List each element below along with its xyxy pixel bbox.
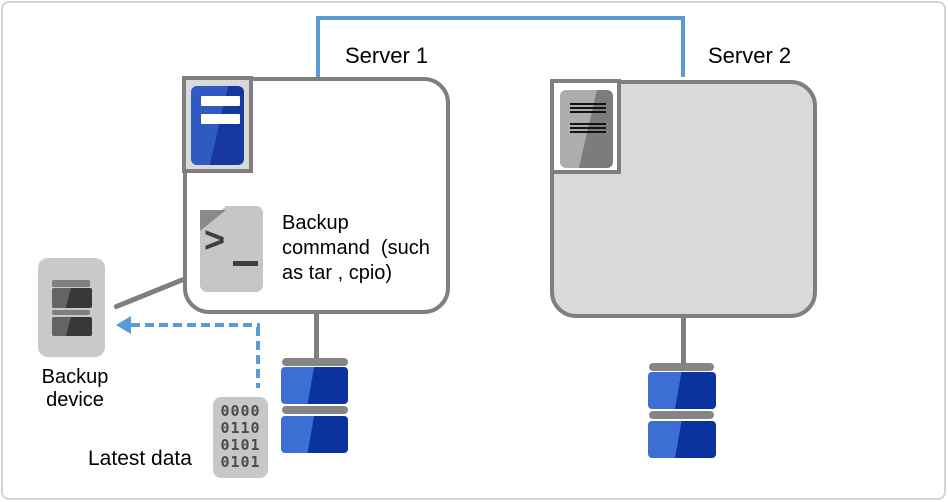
backup-command-line: command (such	[282, 237, 430, 259]
server2-disk-icon	[648, 421, 716, 458]
binary-data-icon: 0000 0110 0101 0101	[213, 397, 268, 478]
server1-tower-slot-icon	[201, 96, 240, 106]
server1-tower-icon	[191, 86, 244, 165]
dashed-arrow-vertical	[256, 327, 260, 388]
device-slot-icon	[52, 288, 92, 308]
binary-row: 0101	[220, 453, 261, 471]
device-slot-icon	[52, 317, 92, 336]
backup-command-line: as tar , cpio)	[282, 262, 393, 284]
server2-disk-icon	[648, 372, 716, 409]
backup-device-label-line: device	[46, 389, 104, 411]
server2-disk-icon	[649, 411, 714, 419]
prompt-icon: >	[204, 219, 226, 260]
binary-row: 0000	[220, 402, 261, 420]
device-bar-icon	[52, 280, 90, 287]
latest-data-label: Latest data	[88, 447, 192, 470]
cursor-icon	[233, 261, 258, 266]
server1-label: Server 1	[345, 43, 429, 68]
server1-icon	[182, 76, 253, 173]
server2-label: Server 2	[708, 43, 792, 68]
server2-tower-vent-icon	[570, 123, 606, 134]
device-bar-icon	[52, 310, 90, 315]
backup-device-label: Backup device	[26, 366, 124, 412]
server1-disk-icon	[282, 358, 348, 366]
server1-disk-connector	[314, 310, 319, 358]
server2-disk-icon	[649, 363, 714, 371]
backup-device-label-line: Backup	[41, 366, 109, 388]
server1-disk-icon	[281, 416, 348, 453]
server2-icon	[550, 79, 621, 174]
server2-disk-connector	[681, 314, 686, 364]
server1-disk-icon	[282, 406, 348, 414]
server2-tower-icon	[560, 90, 613, 168]
binary-row: 0101	[220, 436, 261, 454]
backup-command-terminal-icon: >	[200, 206, 263, 292]
server1-disk-icon	[281, 367, 348, 404]
server2-tower-vent-icon	[570, 103, 606, 114]
backup-command-line: Backup	[282, 212, 349, 234]
backup-command-text: Backup command (such as tar , cpio)	[282, 211, 430, 286]
backup-device-icon	[38, 258, 105, 357]
dashed-arrow-horizontal	[131, 323, 260, 327]
server1-tower-slot-icon	[201, 114, 240, 124]
dashed-arrow-head-icon	[116, 316, 131, 334]
network-link-line	[316, 16, 685, 77]
binary-row: 0110	[220, 419, 261, 437]
